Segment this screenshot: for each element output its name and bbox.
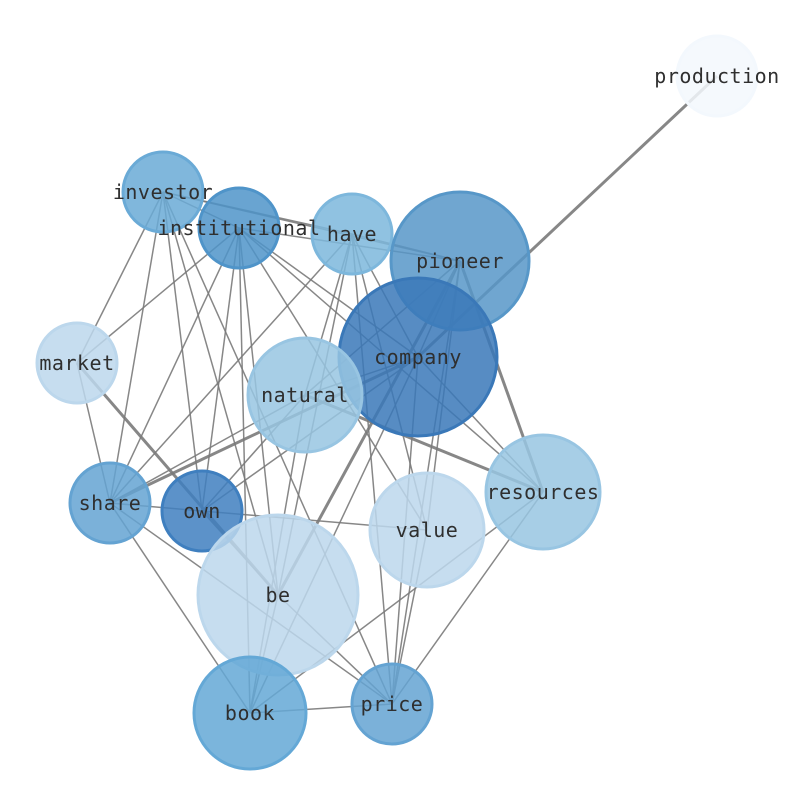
node-label-company: company [374,345,462,369]
node-label-market: market [39,351,114,375]
node-label-value: value [396,518,459,542]
node-label-own: own [183,499,221,523]
node-label-production: production [654,64,779,88]
edge-have-share [109,233,353,504]
node-production[interactable] [675,34,759,118]
node-natural[interactable] [246,336,364,454]
node-value[interactable] [368,471,486,589]
labels-layer: production investor institutional have pione… [39,64,779,725]
node-label-natural: natural [261,383,349,407]
node-market[interactable] [35,321,119,405]
node-investor[interactable] [121,150,205,234]
node-label-book: book [225,701,275,725]
edge-resources-book [249,491,544,714]
node-label-resources: resources [487,480,600,504]
node-price[interactable] [350,662,434,746]
node-resources[interactable] [484,433,602,551]
node-have[interactable] [310,192,394,276]
node-label-price: price [361,692,424,716]
node-share[interactable] [68,461,152,545]
node-label-share: share [79,491,142,515]
node-label-investor: investor [113,180,213,204]
node-label-be: be [265,583,290,607]
edge-investor-share [109,191,164,504]
node-institutional[interactable] [197,186,281,270]
edge-institutional-share [109,227,240,504]
node-own[interactable] [160,469,244,553]
node-label-have: have [327,222,377,246]
node-book[interactable] [192,655,308,771]
edge-institutional-own [201,227,240,512]
node-label-institutional: institutional [157,216,320,240]
node-label-pioneer: pioneer [416,249,504,273]
nodes-layer [35,34,759,771]
edge-investor-own [162,191,203,512]
